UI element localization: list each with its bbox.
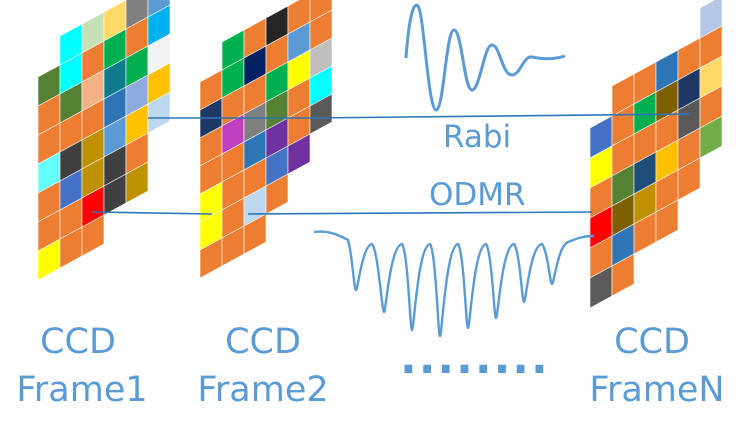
pixel-cell (147, 91, 171, 134)
pixel-cell (655, 199, 679, 243)
frame2-caption-bottom: Frame2 (197, 370, 329, 410)
pixel-cell (125, 161, 149, 204)
pixel-cell (287, 133, 311, 175)
pixel-cell (611, 253, 635, 297)
frame1-caption-bottom: Frame1 (16, 370, 148, 410)
pixel-cell (699, 115, 723, 159)
frame1-caption-top: CCD (40, 322, 116, 362)
pixel-cell (81, 214, 105, 257)
rabi-link-line-2 (309, 113, 691, 119)
odmr-spectrum-curve (313, 230, 595, 338)
ellipsis-dots: ........ (400, 333, 550, 384)
rabi-oscillation-curve (404, 3, 566, 112)
framen-caption-top: CCD (614, 322, 690, 362)
pixel-cell (309, 93, 333, 135)
odmr-link-line-1 (91, 211, 213, 215)
ccd-frame-n-grid (589, 0, 723, 309)
odmr-link-line-2 (247, 211, 593, 215)
frame2-caption-top: CCD (225, 322, 301, 362)
rabi-label: Rabi (443, 119, 512, 155)
framen-caption-bottom: FrameN (589, 370, 725, 410)
pixel-cell (677, 157, 701, 201)
ccd-frame-2-grid (199, 0, 333, 279)
pixel-cell (265, 173, 289, 215)
ccd-frame-1-grid (37, 0, 171, 281)
odmr-label: ODMR (429, 177, 526, 213)
